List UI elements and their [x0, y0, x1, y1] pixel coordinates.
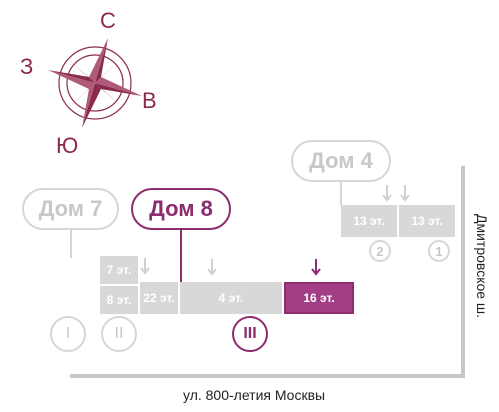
dom4-section-2-marker[interactable]: 2: [369, 240, 391, 262]
block-13-floors-a[interactable]: 13 эт.: [341, 205, 397, 237]
compass-rose-icon: [48, 38, 142, 128]
block-22-floors[interactable]: 22 эт.: [140, 282, 178, 314]
street-bottom-label: ул. 800-летия Москвы: [183, 387, 326, 403]
compass-south-label: Ю: [56, 133, 79, 158]
block-13-floors-b[interactable]: 13 эт.: [399, 205, 455, 237]
dom4-section-1-marker[interactable]: 1: [428, 240, 450, 262]
section-1-marker[interactable]: I: [50, 316, 86, 352]
house-8-label[interactable]: Дом 8: [131, 188, 231, 230]
compass-north-label: С: [100, 8, 116, 33]
section-3-marker[interactable]: III: [232, 316, 268, 352]
block-8-floors[interactable]: 8 эт.: [100, 286, 138, 314]
section-2-marker[interactable]: II: [101, 316, 137, 352]
street-right-label: Дмитровское ш.: [474, 214, 490, 319]
block-7-floors[interactable]: 7 эт.: [100, 256, 138, 284]
block-16-floors[interactable]: 16 эт.: [284, 282, 354, 314]
block-4-floors[interactable]: 4 эт.: [180, 282, 282, 314]
house-7-label[interactable]: Дом 7: [22, 188, 119, 230]
compass-west-label: З: [20, 54, 34, 79]
compass-east-label: В: [142, 88, 157, 113]
house-4-label[interactable]: Дом 4: [291, 140, 391, 182]
